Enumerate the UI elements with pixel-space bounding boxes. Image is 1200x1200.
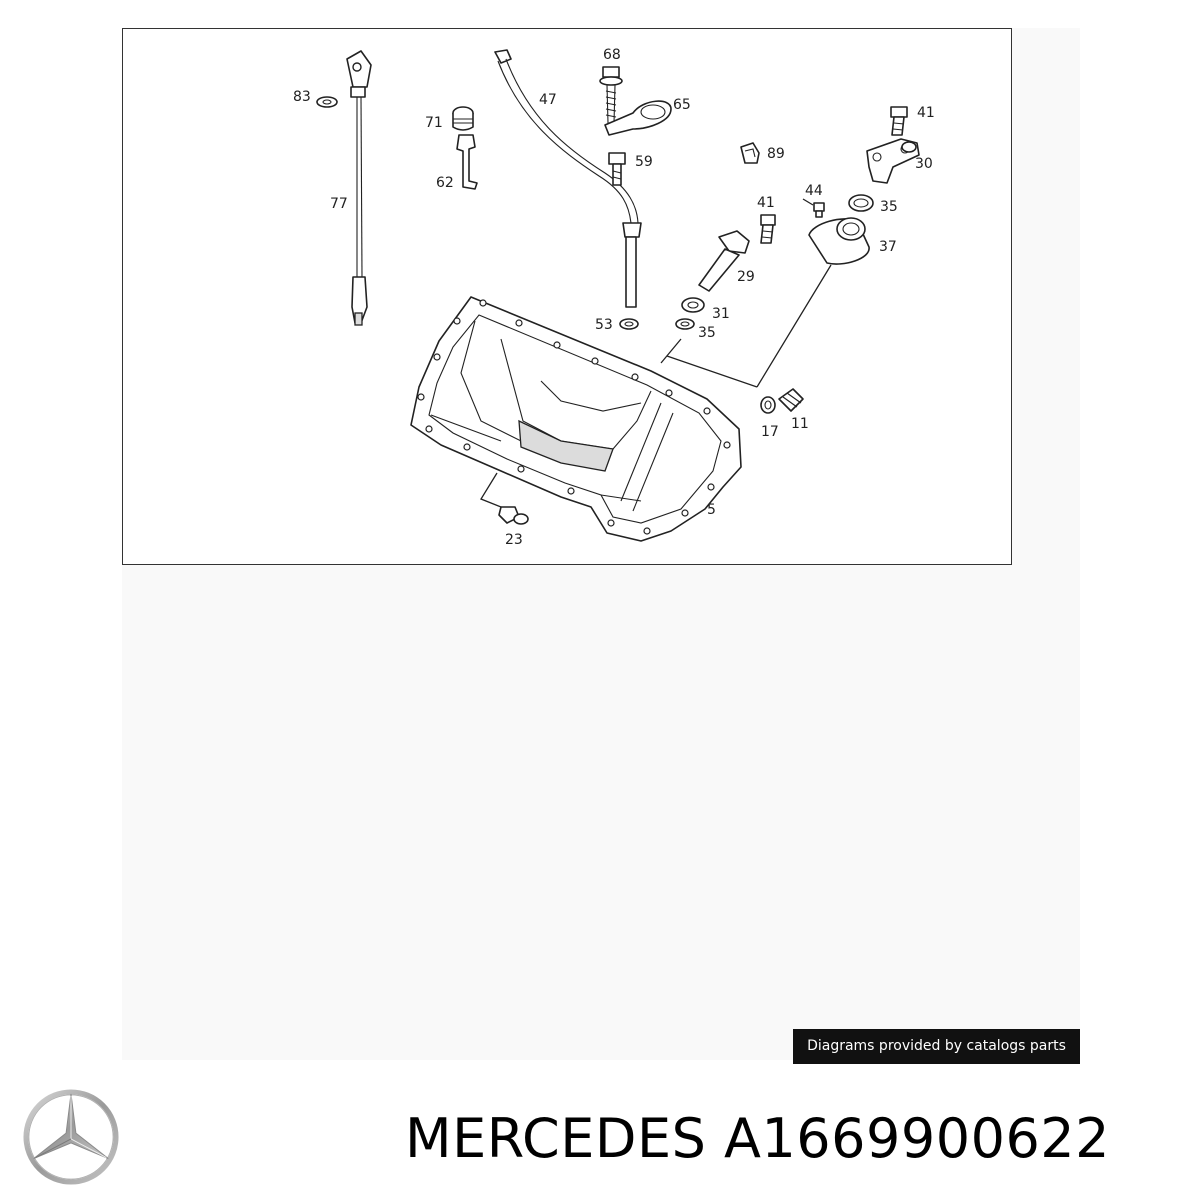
bolt-41-upper [890,106,908,136]
bracket-62 [456,134,478,190]
callout-68: 68 [603,47,621,63]
oil-filter-housing-37 [808,217,870,265]
callout-31: 31 [712,306,730,322]
drain-seal-17 [760,396,776,414]
part-title: MERCEDES A1669900622 [405,1107,1111,1170]
callout-89: 89 [767,146,785,162]
dipstick-77 [346,50,372,326]
bolt-41-lower [760,214,776,244]
callout-30: 30 [915,156,933,172]
callout-35-upper: 35 [880,199,898,215]
screw-23 [498,506,529,525]
callout-17: 17 [761,424,779,440]
parts-diagram-svg: 83 77 71 62 47 68 65 59 89 41 30 44 35 4… [293,47,935,548]
callout-53: 53 [595,317,613,333]
callout-41-lower: 41 [757,195,775,211]
callout-11: 11 [791,416,809,432]
guide-tube-47 [494,49,642,308]
callout-77: 77 [330,196,348,212]
seal-ring-53 [619,318,639,330]
seal-ring-35-lower [675,318,695,330]
clip-89 [740,142,760,164]
callout-41-upper: 41 [917,105,935,121]
parts-diagram: 83 77 71 62 47 68 65 59 89 41 30 44 35 4… [122,28,1012,565]
seal-ring-31 [681,297,705,313]
callout-65: 65 [673,97,691,113]
sensor-30 [866,138,920,184]
callout-47: 47 [539,92,557,108]
cable-clip-65 [604,100,672,136]
callout-59: 59 [635,154,653,170]
callout-62: 62 [436,175,454,191]
screw-44 [802,198,825,218]
callout-labels: 83 77 71 62 47 68 65 59 89 41 30 44 35 4… [293,47,935,548]
mercedes-star-logo [23,1089,119,1185]
pipe-29 [698,230,750,292]
drain-plug-11 [778,388,804,412]
callout-5: 5 [707,502,716,518]
callout-37: 37 [879,239,897,255]
seal-ring-35-upper [848,194,874,212]
bolt-68 [599,66,623,124]
cap-71 [452,106,474,131]
callout-23: 23 [505,532,523,548]
callout-35-lower: 35 [698,325,716,341]
callout-44: 44 [805,183,823,199]
callout-83: 83 [293,89,311,105]
bolt-59 [608,152,626,186]
credit-banner: Diagrams provided by catalogs parts [793,1029,1080,1064]
oil-pan-5 [410,296,742,542]
seal-ring-83 [316,96,338,108]
callout-29: 29 [737,269,755,285]
leader-23 [480,472,512,512]
callout-71: 71 [425,115,443,131]
leader-lines-right [660,264,832,388]
